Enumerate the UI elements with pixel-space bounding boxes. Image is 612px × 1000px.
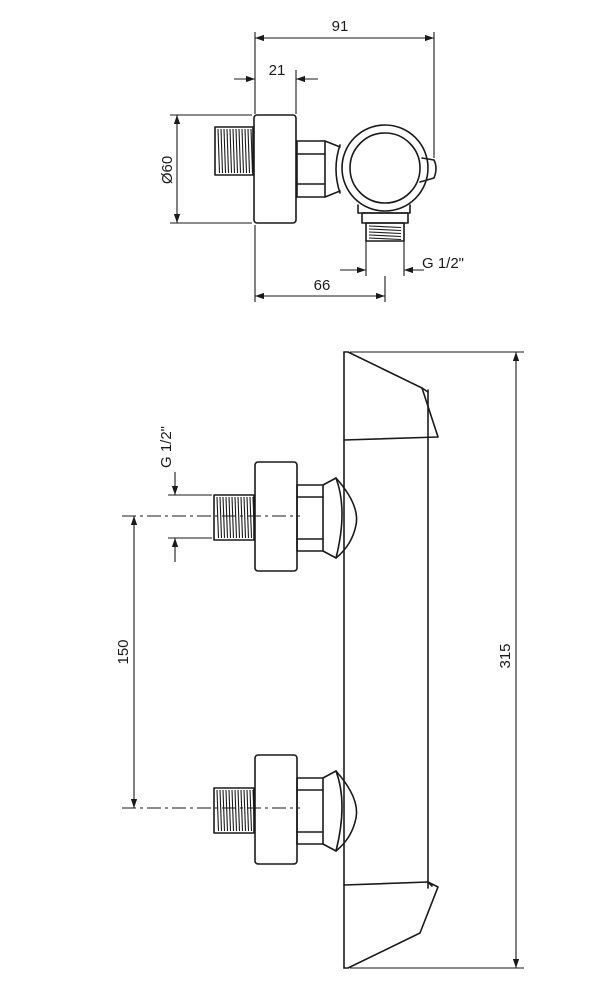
front-body [343,351,439,969]
dim-total-length-label: 315 [497,643,514,668]
dim-outlet-thread: G 1/2" [340,241,464,276]
front-inlet-lower [122,754,358,865]
dim-top-width: 91 [254,18,435,158]
dim-outlet-offset: 66 [254,225,386,302]
top-outlet-thread [361,212,409,242]
top-hex-nut [296,140,341,198]
front-inlet-upper [122,461,358,572]
dim-flange-width-label: 21 [269,62,286,79]
dim-outlet-thread-label: G 1/2" [422,255,464,272]
dim-inlet-spacing: 150 [115,516,138,808]
top-inlet-thread [214,126,254,176]
upper-thread [213,494,256,541]
dim-diameter-label: Ø60 [159,156,176,184]
dim-inlet-spacing-label: 150 [115,639,132,664]
dim-inlet-thread-label: G 1/2" [158,426,175,468]
top-view: 91 21 Ø60 G 1/2" 66 [159,18,464,302]
dim-diameter: Ø60 [159,114,252,224]
lower-thread [213,787,256,834]
front-view: G 1/2" 150 315 [115,351,524,969]
dim-flange-width: 21 [234,62,318,114]
top-flange [253,114,297,224]
dim-top-width-label: 91 [332,18,349,35]
dim-inlet-thread: G 1/2" [158,426,212,562]
dim-outlet-offset-label: 66 [314,277,331,294]
dim-total-length: 315 [350,351,524,969]
top-body [335,124,437,214]
